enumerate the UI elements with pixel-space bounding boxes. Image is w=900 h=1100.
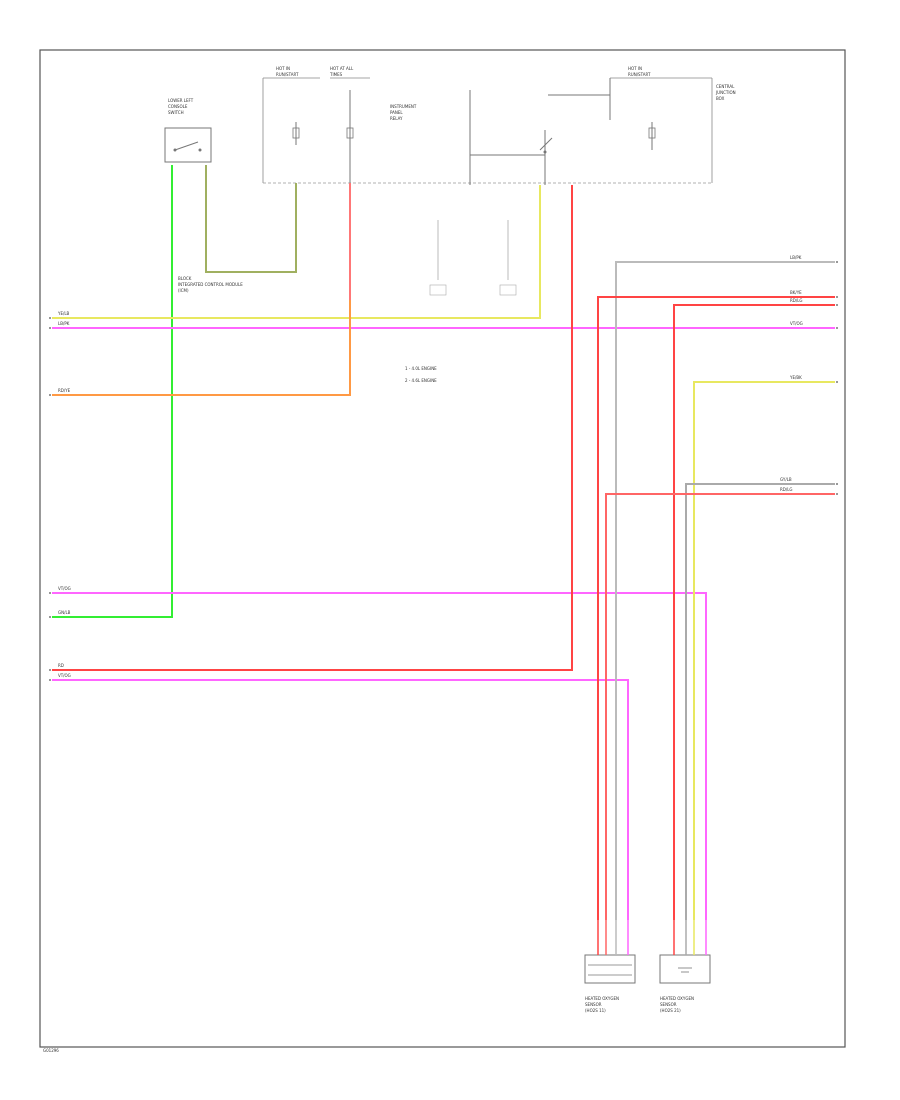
wire-r7-label: RD/LG — [780, 487, 793, 492]
wire-red-right3 — [605, 493, 835, 920]
sensor-right: HEATED OXYGEN SENSOR (HO2S 21) — [659, 920, 711, 1013]
left-note-label: BLOCK INTEGRATED CONTROL MODULE (ICM) — [178, 276, 244, 293]
wire-r2-label: BK/YE — [790, 290, 802, 295]
cjb-label: CENTRAL JUNCTION BOX — [715, 84, 737, 101]
fuse-2 — [346, 90, 354, 183]
wire-red-right2 — [673, 304, 835, 920]
relay-label: INSTRUMENT PANEL RELAY — [390, 104, 418, 121]
fuse-mid-label: HOT AT ALL TIMES — [329, 66, 355, 77]
wire-red-label: RD — [58, 663, 64, 668]
sensor-left: HEATED OXYGEN SENSOR (HO2S 11) — [584, 920, 636, 1013]
wire-green-label: GN/LB — [58, 610, 71, 615]
junction-box-area: HOT IN RUN/START HOT AT ALL TIMES HOT IN… — [262, 66, 737, 185]
mid-components — [429, 220, 517, 296]
fuse-left-label: HOT IN RUN/START — [276, 66, 299, 77]
left-terminals — [49, 317, 51, 681]
fuse-right-label: HOT IN RUN/START — [628, 66, 651, 77]
right-terminals — [836, 261, 838, 495]
wire-r6-label: GY/LB — [780, 477, 792, 482]
fuse-1 — [292, 122, 300, 145]
wire-gray-right2 — [685, 483, 835, 920]
figure-id: G01296 — [43, 1048, 59, 1053]
wire-yellow — [52, 185, 541, 319]
wire-violet-label: LB/PK — [58, 321, 70, 326]
wire-r5-label: YE/BK — [789, 375, 802, 380]
wire-gray-right — [615, 261, 835, 920]
sensor-right-label: HEATED OXYGEN SENSOR (HO2S 21) — [660, 996, 695, 1013]
diagram-frame — [39, 49, 846, 1048]
legend-1: 1 - 4.0L ENGINE — [405, 366, 437, 371]
wire-yellow-right — [693, 381, 835, 920]
wire-violet3-label: VT/OG — [58, 673, 71, 678]
wire-olive — [205, 165, 297, 273]
fuse-3 — [648, 122, 656, 150]
wire-r1-label: LB/PK — [790, 255, 802, 260]
mid-labels: BLOCK INTEGRATED CONTROL MODULE (ICM) 1 … — [57, 255, 803, 678]
wire-orange — [52, 183, 351, 396]
sensor-left-label: HEATED OXYGEN SENSOR (HO2S 11) — [585, 996, 620, 1013]
ground-icon — [678, 967, 692, 973]
wire-red — [52, 185, 573, 671]
switch-icon — [539, 130, 553, 185]
wire-green — [52, 165, 173, 618]
wire-violet2-label: VT/OG — [58, 586, 71, 591]
legend-2: 2 - 4.6L ENGINE — [405, 378, 437, 383]
wires — [52, 165, 835, 920]
wire-r3-label: RD/LG — [790, 298, 803, 303]
wire-violet-bottom — [52, 679, 629, 920]
wire-violet-mid — [52, 592, 707, 920]
wire-r4-label: VT/OG — [790, 321, 803, 326]
wire-red-right1 — [597, 296, 835, 920]
wire-orange-label: RD/YE — [58, 388, 71, 393]
switch-left-label: LOWER LEFT CONSOLE SWITCH — [168, 98, 194, 115]
connector-icon — [588, 964, 632, 976]
wire-yellow-label: YE/LB — [57, 311, 70, 316]
console-switch: LOWER LEFT CONSOLE SWITCH — [164, 98, 212, 163]
